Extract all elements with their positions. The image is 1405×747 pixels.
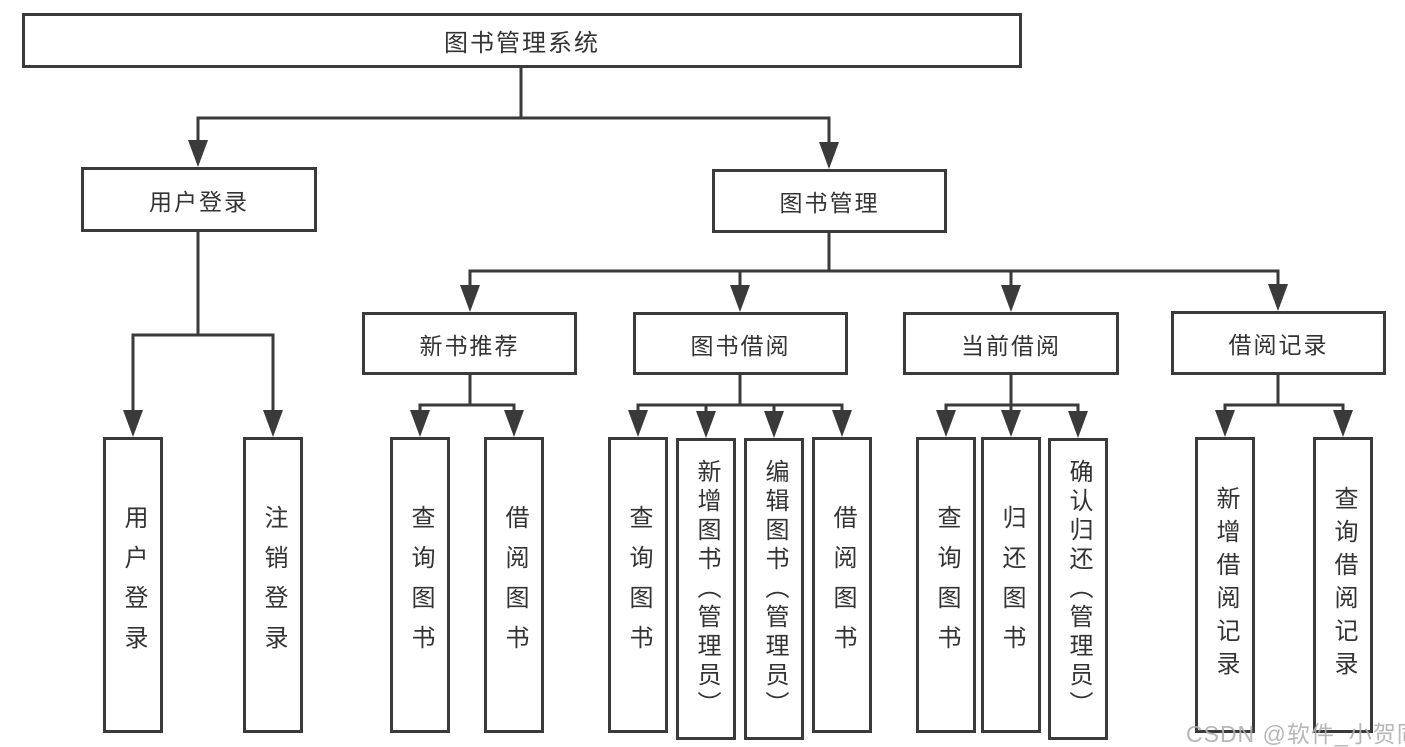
leaf-confirm-return-admin: 确认归还（管理员） <box>1048 438 1108 740</box>
leaf-query-borrow-record: 查询借阅记录 <box>1313 437 1373 733</box>
leaf-add-book-admin: 新增图书（管理员） <box>676 438 736 740</box>
leaf-borrow-books-recommend: 借阅图书 <box>484 437 544 733</box>
leaf-add-borrow-record: 新增借阅记录 <box>1195 437 1255 733</box>
leaf-return-books: 归还图书 <box>981 437 1041 733</box>
leaf-logout: 注销登录 <box>243 437 303 733</box>
leaf-borrow-books: 借阅图书 <box>812 437 872 733</box>
node-book-management: 图书管理 <box>712 169 947 233</box>
leaf-query-books-current: 查询图书 <box>916 437 976 733</box>
leaf-query-books-borrow: 查询图书 <box>608 437 668 733</box>
node-user-login: 用户登录 <box>81 167 317 232</box>
leaf-edit-book-admin: 编辑图书（管理员） <box>744 438 804 740</box>
node-root: 图书管理系统 <box>22 13 1022 68</box>
node-current-borrow: 当前借阅 <box>903 312 1119 375</box>
leaf-query-books-recommend: 查询图书 <box>390 437 450 733</box>
leaf-user-login: 用户登录 <box>103 437 163 733</box>
node-book-borrow: 图书借阅 <box>633 312 848 375</box>
node-borrow-records: 借阅记录 <box>1171 311 1386 375</box>
node-new-book-recommend: 新书推荐 <box>362 312 577 375</box>
csdn-watermark: CSDN @软件_小贺同学 <box>1186 721 1405 747</box>
